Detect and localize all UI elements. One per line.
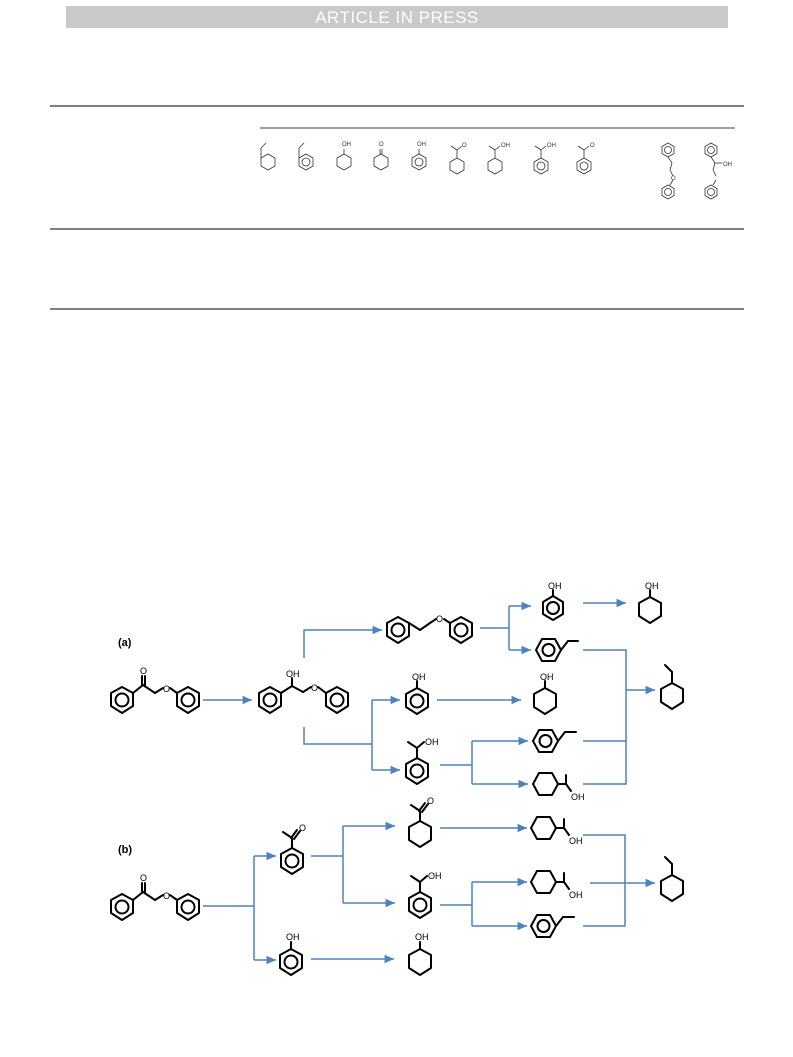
label-b-cyclohexanol-oh: OH [415, 932, 429, 942]
molecule-ethylbenzene-top-icon [535, 638, 579, 662]
label-a-ether-o-3: O [436, 614, 443, 624]
structure-cyclohexanol-icon [336, 149, 352, 171]
structure-phenoxy-phenylethanol-icon [704, 142, 722, 200]
structure-phenethyl-phenyl-ether-icon [661, 142, 675, 200]
molecule-acetophenone-icon [280, 829, 304, 875]
panel-b-label: (b) [118, 844, 132, 856]
label-a-oh-alcohol: OH [286, 669, 300, 679]
molecule-phenol-b-icon [279, 941, 303, 976]
structure-ethylcyclohexane-icon [260, 142, 276, 171]
label-a-cyclohexylethanol-oh: OH [571, 792, 585, 802]
table-label-oh-2: OH [417, 142, 426, 148]
molecule-cyclohexylethanol-a-icon [532, 772, 572, 796]
structure-cyclohexylethanol-icon [487, 145, 503, 175]
product-table: OH O OH O OH OH O O OH [50, 105, 744, 310]
molecule-phenol-mid-icon [405, 680, 429, 715]
structure-acetylcyclohexane-icon [449, 145, 465, 175]
structure-phenol-icon [411, 149, 427, 171]
structure-phenylethanol-icon [533, 145, 549, 175]
table-label-o-1: O [379, 142, 384, 148]
label-b-acetylcyclohexane-o: O [427, 796, 434, 806]
connector-a-lower [303, 727, 372, 745]
structure-cyclohexanone-icon [373, 149, 389, 171]
molecule-ethylbenzene-mid-icon [532, 729, 577, 753]
table-label-oh-5: OH [723, 162, 732, 168]
label-a-phenol-oh-mid: OH [412, 672, 426, 682]
molecule-cyclohexanol-b-icon [408, 941, 432, 976]
label-a-cyclohexanol-oh-mid: OH [540, 672, 554, 682]
molecule-phenylethanol-b-icon [408, 875, 432, 919]
label-b-acetophenone-o: O [299, 823, 306, 833]
molecule-phenoxyacetophenone-a-icon [110, 675, 200, 714]
molecule-phenylethanol-a-icon [405, 741, 429, 785]
table-label-o-4: O [671, 176, 676, 182]
label-a-ketone-o: O [140, 666, 147, 676]
arrow-a-to-ether [303, 625, 382, 658]
molecule-phenoxyacetophenone-b-icon [110, 882, 200, 921]
label-b-phenylethanol-oh: OH [428, 871, 442, 881]
label-b-cyclohexylethanol-oh-1: OH [569, 836, 583, 846]
structure-ethylbenzene-icon [298, 142, 314, 171]
molecule-ethylcyclohexane-b-icon [660, 856, 684, 902]
label-a-ether-o-1: O [163, 684, 170, 694]
panel-a-label: (a) [118, 637, 132, 649]
molecule-acetylcyclohexane-icon [408, 802, 432, 848]
article-in-press-banner: ARTICLE IN PRESS [66, 6, 728, 28]
molecule-phenoxyphenylethanol-icon [258, 677, 349, 714]
table-label-oh-4: OH [547, 143, 556, 149]
label-a-cyclohexanol-oh-top: OH [645, 581, 659, 591]
table-label-o-2: O [462, 143, 467, 149]
label-a-ether-o-2: O [311, 683, 318, 693]
label-a-phenol-oh-top: OH [548, 581, 562, 591]
molecule-phenethyl-phenyl-ether-icon [386, 616, 473, 644]
molecule-phenol-top-icon [542, 589, 564, 621]
molecule-cyclohexylethanol-b2-icon [530, 870, 570, 894]
table-label-oh-3: OH [501, 143, 510, 149]
molecule-cyclohexanol-mid-icon [533, 680, 557, 715]
molecule-cyclohexylethanol-b1-icon [530, 816, 570, 840]
table-label-oh-1: OH [342, 142, 351, 148]
label-a-phenylethanol-oh: OH [425, 737, 439, 747]
label-b-phenol-oh: OH [286, 932, 300, 942]
molecule-ethylcyclohexane-a-icon [660, 664, 684, 710]
label-b-cyclohexylethanol-oh-2: OH [569, 890, 583, 900]
structure-acetophenone-icon [576, 145, 592, 175]
molecule-cyclohexanol-top-icon [638, 589, 662, 624]
connector-b-merge [583, 834, 626, 927]
label-b-ether-o: O [163, 891, 170, 901]
table-label-o-3: O [590, 143, 595, 149]
connector-a-merge [583, 649, 627, 785]
molecule-ethylbenzene-b-icon [530, 914, 575, 938]
label-b-ketone-o: O [140, 873, 147, 883]
